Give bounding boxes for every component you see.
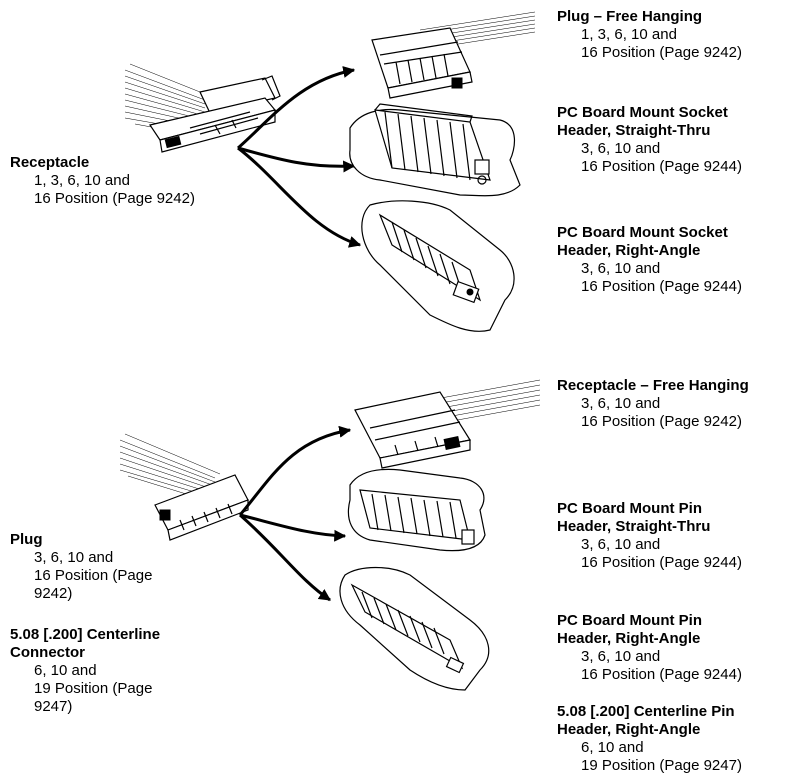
centerline-pin-header-line-2: 19 Position (Page 9247) (557, 757, 742, 775)
plug-free-hanging-line-1: 1, 3, 6, 10 and (557, 26, 742, 44)
pin-right-angle-title-2: Header, Right-Angle (557, 630, 742, 648)
plug-free-hanging-line-2: 16 Position (Page 9242) (557, 44, 742, 62)
centerline-connector-title-2: Connector (10, 644, 160, 662)
socket-right-angle-line-2: 16 Position (Page 9244) (557, 278, 742, 296)
centerline-connector-line-1: 6, 10 and (10, 662, 160, 680)
centerline-connector-line-2: 19 Position (Page (10, 680, 160, 698)
receptacle-label: Receptacle 1, 3, 6, 10 and 16 Position (… (10, 154, 195, 208)
plug-line-2: 16 Position (Page (10, 567, 152, 585)
socket-right-angle-label: PC Board Mount Socket Header, Right-Angl… (557, 224, 742, 296)
centerline-pin-header-line-1: 6, 10 and (557, 739, 742, 757)
receptacle-illustration (125, 64, 280, 152)
pin-right-angle-line-1: 3, 6, 10 and (557, 648, 742, 666)
centerline-pin-header-title-1: 5.08 [.200] Centerline Pin (557, 703, 742, 721)
pin-straight-label: PC Board Mount Pin Header, Straight-Thru… (557, 500, 742, 572)
socket-right-angle-title-2: Header, Right-Angle (557, 242, 742, 260)
socket-right-angle-title-1: PC Board Mount Socket (557, 224, 742, 242)
pin-straight-line-1: 3, 6, 10 and (557, 536, 742, 554)
bottom-arrows (240, 430, 350, 600)
centerline-connector-title-1: 5.08 [.200] Centerline (10, 626, 160, 644)
plug-free-hanging-illustration (372, 12, 535, 98)
centerline-pin-header-title-2: Header, Right-Angle (557, 721, 742, 739)
socket-right-angle-line-1: 3, 6, 10 and (557, 260, 742, 278)
socket-straight-title-1: PC Board Mount Socket (557, 104, 742, 122)
pin-header-straight-illustration (348, 469, 485, 550)
receptacle-free-hanging-title: Receptacle – Free Hanging (557, 377, 749, 395)
receptacle-line-1: 1, 3, 6, 10 and (10, 172, 195, 190)
plug-title: Plug (10, 531, 152, 549)
plug-free-hanging-title: Plug – Free Hanging (557, 8, 742, 26)
centerline-pin-header-label: 5.08 [.200] Centerline Pin Header, Right… (557, 703, 742, 775)
socket-straight-line-1: 3, 6, 10 and (557, 140, 742, 158)
socket-straight-label: PC Board Mount Socket Header, Straight-T… (557, 104, 742, 176)
socket-header-right-angle-illustration (362, 201, 514, 331)
receptacle-line-2: 16 Position (Page 9242) (10, 190, 195, 208)
centerline-connector-line-3: 9247) (10, 698, 160, 716)
pin-right-angle-title-1: PC Board Mount Pin (557, 612, 742, 630)
pin-straight-line-2: 16 Position (Page 9244) (557, 554, 742, 572)
receptacle-free-hanging-label: Receptacle – Free Hanging 3, 6, 10 and 1… (557, 377, 749, 431)
pin-straight-title-2: Header, Straight-Thru (557, 518, 742, 536)
pin-header-right-angle-illustration (340, 568, 489, 691)
socket-straight-line-2: 16 Position (Page 9244) (557, 158, 742, 176)
pin-right-angle-line-2: 16 Position (Page 9244) (557, 666, 742, 684)
receptacle-free-hanging-illustration (355, 380, 540, 468)
plug-free-hanging-label: Plug – Free Hanging 1, 3, 6, 10 and 16 P… (557, 8, 742, 62)
socket-straight-title-2: Header, Straight-Thru (557, 122, 742, 140)
plug-label: Plug 3, 6, 10 and 16 Position (Page 9242… (10, 531, 152, 603)
pin-right-angle-label: PC Board Mount Pin Header, Right-Angle 3… (557, 612, 742, 684)
receptacle-free-hanging-line-2: 16 Position (Page 9242) (557, 413, 749, 431)
centerline-connector-label: 5.08 [.200] Centerline Connector 6, 10 a… (10, 626, 160, 716)
receptacle-free-hanging-line-1: 3, 6, 10 and (557, 395, 749, 413)
plug-illustration (120, 434, 248, 540)
pin-straight-title-1: PC Board Mount Pin (557, 500, 742, 518)
plug-line-1: 3, 6, 10 and (10, 549, 152, 567)
receptacle-title: Receptacle (10, 154, 195, 172)
plug-line-3: 9242) (10, 585, 152, 603)
socket-header-straight-illustration (350, 104, 520, 196)
